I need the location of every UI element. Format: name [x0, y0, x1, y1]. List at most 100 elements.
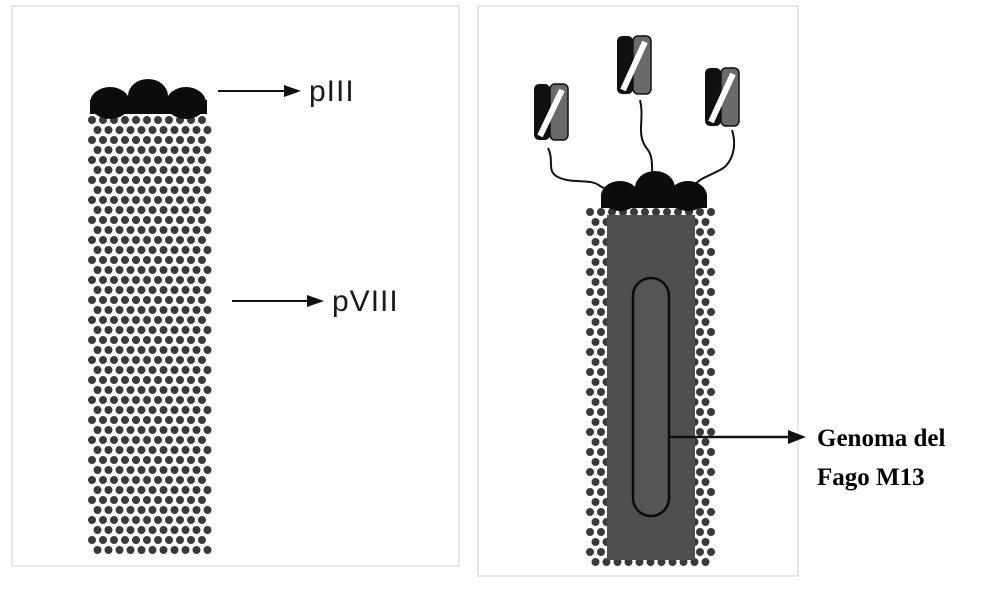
coat-protein-particle [592, 238, 600, 246]
coat-protein-particle [171, 266, 179, 274]
coat-protein-particle [187, 536, 195, 544]
coat-protein-particle [105, 386, 113, 394]
coat-protein-particle [132, 116, 140, 124]
coat-protein-particle [105, 466, 113, 474]
coat-protein-particle [154, 296, 162, 304]
coat-protein-particle [132, 336, 140, 344]
coat-protein-particle [132, 396, 140, 404]
coat-protein-particle [99, 376, 107, 384]
coat-protein-particle [707, 328, 715, 336]
coat-protein-particle [165, 396, 173, 404]
coat-protein-particle [592, 298, 600, 306]
coat-protein-particle [597, 528, 605, 536]
coat-protein-particle [182, 246, 190, 254]
coat-protein-particle [94, 366, 102, 374]
coat-protein-particle [198, 436, 206, 444]
coat-protein-particle [116, 346, 124, 354]
coat-protein-particle [165, 416, 173, 424]
coat-protein-particle [696, 448, 704, 456]
coat-protein-particle [143, 476, 151, 484]
coat-protein-particle [193, 326, 201, 334]
genome-label-line1: Genoma del [817, 425, 946, 452]
coat-protein-particle [198, 336, 206, 344]
coat-protein-particle [586, 228, 594, 236]
coat-protein-particle [110, 276, 118, 284]
coat-protein-particle [132, 136, 140, 144]
coat-protein-particle [176, 456, 184, 464]
coat-protein-particle [99, 216, 107, 224]
coat-protein-particle [138, 386, 146, 394]
coat-protein-particle [149, 486, 157, 494]
coat-protein-particle [160, 446, 168, 454]
coat-protein-particle [171, 486, 179, 494]
coat-protein-particle [138, 406, 146, 414]
coat-protein-particle [165, 256, 173, 264]
coat-protein-particle [149, 246, 157, 254]
coat-protein-particle [127, 426, 135, 434]
coat-protein-particle [696, 468, 704, 476]
coat-protein-particle [149, 366, 157, 374]
coat-protein-particle [176, 416, 184, 424]
coat-protein-particle [586, 308, 594, 316]
coat-protein-particle [143, 496, 151, 504]
coat-protein-particle [171, 386, 179, 394]
coat-protein-particle [154, 436, 162, 444]
coat-protein-particle [116, 526, 124, 534]
coat-protein-particle [105, 226, 113, 234]
coat-protein-particle [696, 428, 704, 436]
coat-protein-particle [132, 236, 140, 244]
coat-protein-particle [149, 506, 157, 514]
coat-protein-particle [88, 396, 96, 404]
coat-protein-particle [160, 226, 168, 234]
coat-protein-particle [176, 216, 184, 224]
coat-protein-particle [138, 346, 146, 354]
coat-protein-particle [204, 126, 212, 134]
coat-protein-particle [204, 386, 212, 394]
coat-protein-particle [110, 376, 118, 384]
coat-protein-particle [182, 406, 190, 414]
coat-protein-particle [154, 516, 162, 524]
coat-protein-particle [121, 216, 129, 224]
coat-protein-particle [586, 468, 594, 476]
coat-protein-particle [187, 496, 195, 504]
coat-protein-particle [204, 246, 212, 254]
coat-protein-particle [187, 236, 195, 244]
coat-protein-particle [198, 316, 206, 324]
coat-protein-particle [138, 286, 146, 294]
coat-protein-particle [187, 196, 195, 204]
coat-protein-particle [696, 228, 704, 236]
coat-protein-particle [132, 296, 140, 304]
coat-protein-particle [193, 346, 201, 354]
coat-protein-particle [707, 508, 715, 516]
coat-protein-particle [105, 526, 113, 534]
coat-protein-particle [99, 516, 107, 524]
coat-protein-particle [143, 516, 151, 524]
coat-protein-particle [116, 146, 124, 154]
coat-protein-particle [204, 486, 212, 494]
coat-protein-particle [187, 216, 195, 224]
coat-protein-particle [707, 208, 715, 216]
coat-protein-particle [99, 416, 107, 424]
coat-protein-particle [707, 548, 715, 556]
coat-protein-particle [99, 176, 107, 184]
coat-protein-particle [132, 156, 140, 164]
coat-protein-particle [149, 386, 157, 394]
coat-protein-particle [176, 476, 184, 484]
coat-protein-particle [182, 386, 190, 394]
coat-protein-particle [597, 328, 605, 336]
coat-protein-particle [592, 478, 600, 486]
coat-protein-particle [696, 288, 704, 296]
coat-protein-particle [187, 316, 195, 324]
coat-protein-particle [105, 266, 113, 274]
coat-protein-particle [707, 528, 715, 536]
coat-protein-particle [592, 418, 600, 426]
coat-protein-particle [154, 256, 162, 264]
coat-protein-particle [696, 528, 704, 536]
coat-protein-particle [204, 206, 212, 214]
coat-protein-particle [204, 366, 212, 374]
coat-protein-particle [138, 266, 146, 274]
coat-protein-particle [182, 446, 190, 454]
coat-protein-particle [160, 166, 168, 174]
coat-protein-particle [88, 536, 96, 544]
coat-protein-particle [154, 196, 162, 204]
